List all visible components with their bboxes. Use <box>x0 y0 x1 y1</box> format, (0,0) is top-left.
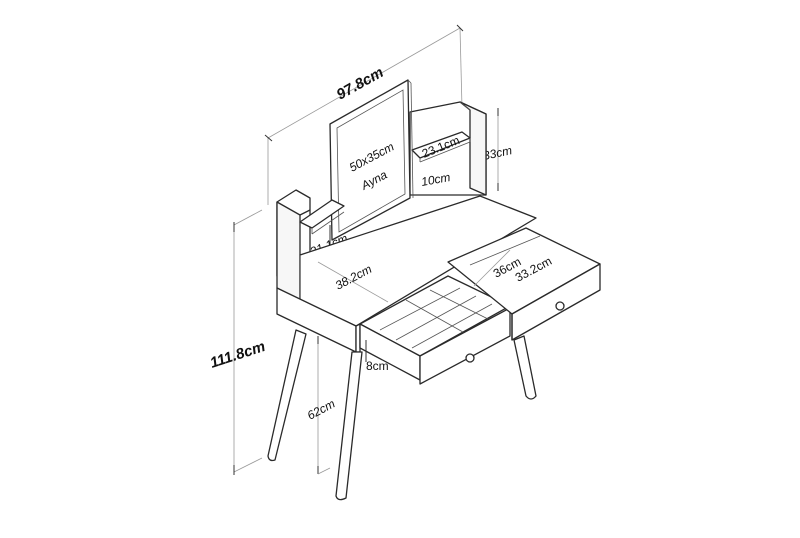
upper-height-label: 33cm <box>482 143 514 163</box>
shelf-gap-label: 10cm <box>420 170 451 189</box>
height-label: 111.8cm <box>208 338 267 372</box>
leg-front-right <box>513 335 537 400</box>
upper-shelf-unit <box>409 101 487 196</box>
drawer-height-label: 8cm <box>366 359 389 373</box>
desk-top <box>299 195 537 327</box>
width-dimension <box>264 24 464 205</box>
leg-height-label: 62cm <box>305 397 337 423</box>
right-drawer <box>447 227 601 341</box>
leg-height-dimension <box>317 336 331 475</box>
left-drawer <box>359 275 511 385</box>
leg-back-left <box>267 329 307 462</box>
leg-front-left <box>335 351 363 501</box>
height-dimension <box>233 209 263 475</box>
legs <box>267 329 537 501</box>
